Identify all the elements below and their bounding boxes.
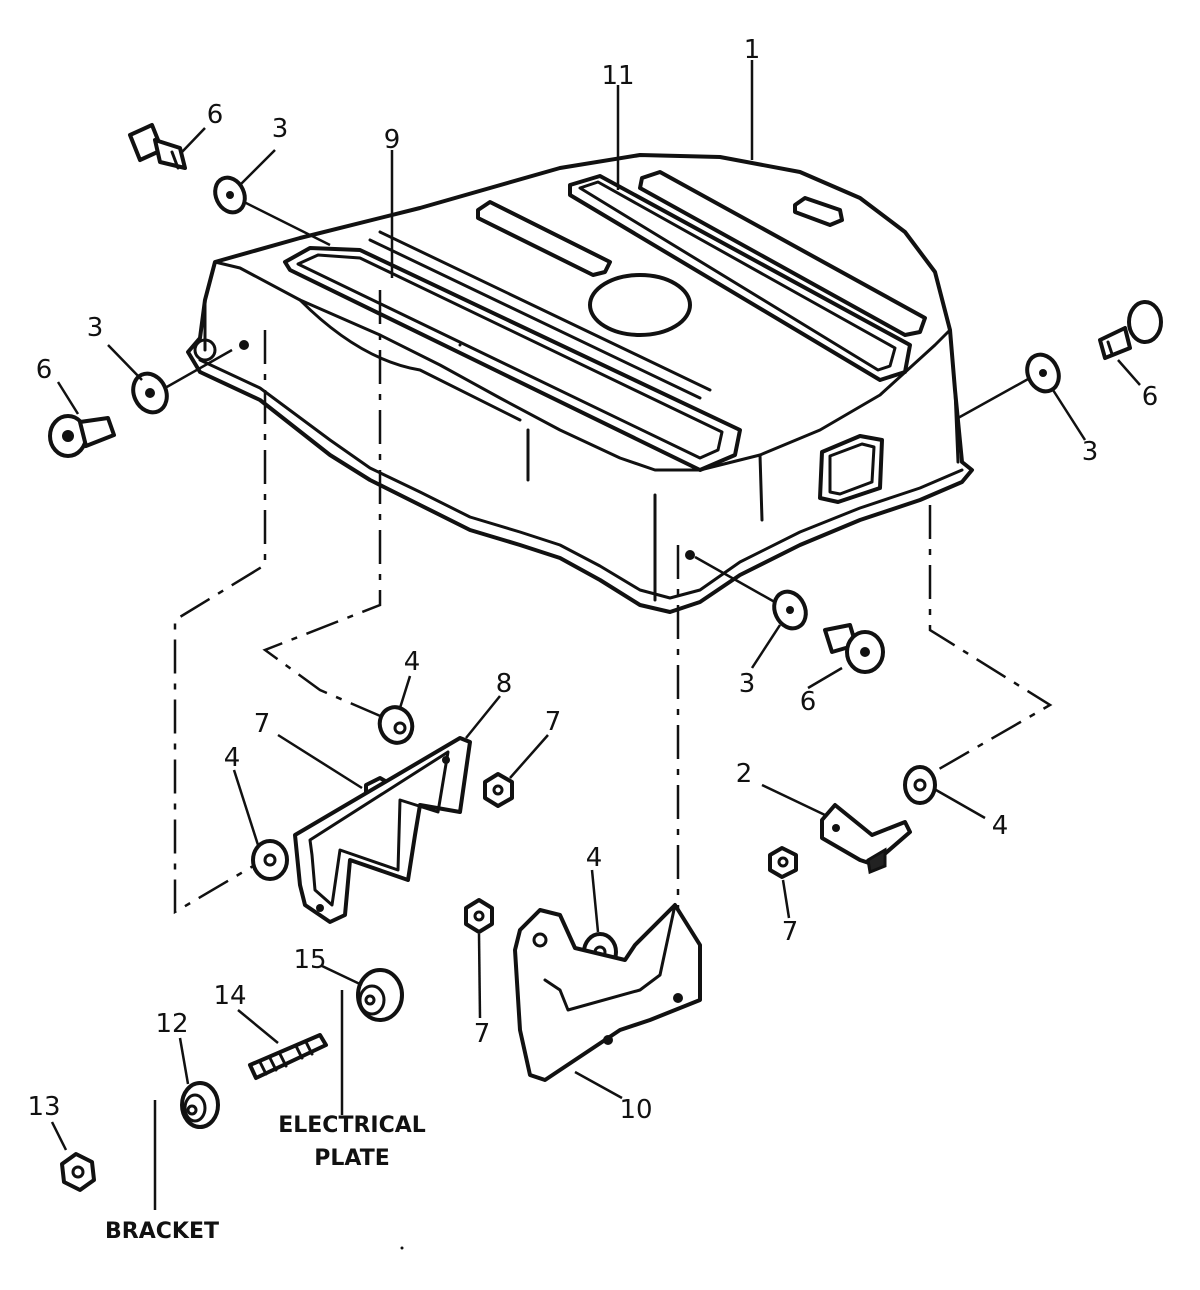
- callout-6-top-left: 6: [207, 100, 224, 130]
- callout-3-bottom: 3: [739, 669, 756, 699]
- bracket-2: [820, 803, 912, 875]
- callout-3-top-left: 3: [272, 114, 289, 144]
- plate-10: [513, 903, 702, 1082]
- screw-6-left: [48, 414, 116, 458]
- callout-leaders: [50, 60, 1141, 1151]
- spacer-12: [180, 1081, 220, 1129]
- callout-4-c: 4: [586, 843, 603, 873]
- cover: [186, 153, 974, 614]
- callout-6-bottom: 6: [800, 687, 817, 717]
- callout-6-left: 6: [36, 355, 53, 385]
- screw-6-top-left: [128, 123, 187, 170]
- nut-7-d: [464, 898, 494, 934]
- washer-3-left: [131, 371, 169, 415]
- callout-7-c: 7: [782, 917, 799, 947]
- nut-7-c: [768, 846, 798, 879]
- callout-15: 15: [293, 945, 326, 975]
- callout-4-d: 4: [992, 811, 1009, 841]
- callout-9: 9: [384, 125, 401, 155]
- assembly-lines: [164, 198, 1053, 915]
- callout-7-b: 7: [545, 707, 562, 737]
- electrical-plate-label-line2: PLATE: [314, 1146, 390, 1171]
- screw-6-right: [1098, 300, 1163, 360]
- spacer-4-b: [251, 839, 289, 881]
- screw-6-bottom: [823, 623, 885, 674]
- callout-10: 10: [619, 1095, 652, 1125]
- callout-12: 12: [155, 1009, 188, 1039]
- stud-14: [248, 1033, 328, 1080]
- spacer-15: [356, 968, 404, 1022]
- callout-11: 11: [601, 61, 634, 91]
- washer-3-bottom: [772, 589, 808, 631]
- callout-4-a: 4: [404, 647, 421, 677]
- callout-4-b: 4: [224, 743, 241, 773]
- callout-1: 1: [744, 35, 761, 65]
- nut-13: [60, 1152, 96, 1192]
- bracket-label: BRACKET: [105, 1219, 219, 1244]
- callout-3-left: 3: [87, 313, 104, 343]
- callout-13: 13: [27, 1092, 60, 1122]
- callout-2: 2: [736, 759, 753, 789]
- bracket-8: [293, 736, 472, 924]
- spacer-4-a: [377, 705, 415, 745]
- spacer-4-d: [903, 765, 937, 805]
- nut-7-b: [483, 772, 514, 808]
- callout-7-d: 7: [474, 1019, 491, 1049]
- callout-14: 14: [213, 981, 246, 1011]
- electrical-plate-label-line1: ELECTRICAL: [278, 1113, 426, 1138]
- callout-3-right: 3: [1082, 437, 1099, 467]
- callout-7-a: 7: [254, 709, 271, 739]
- washer-3-top-left: [213, 175, 247, 215]
- callout-8: 8: [496, 669, 513, 699]
- callout-numbers: 1 11 9 6 3 3 6 6 3 3 6 4 8 7 7 4 2 4 4 7…: [27, 35, 1158, 1125]
- washer-3-right: [1025, 352, 1061, 394]
- callout-6-right: 6: [1142, 382, 1159, 412]
